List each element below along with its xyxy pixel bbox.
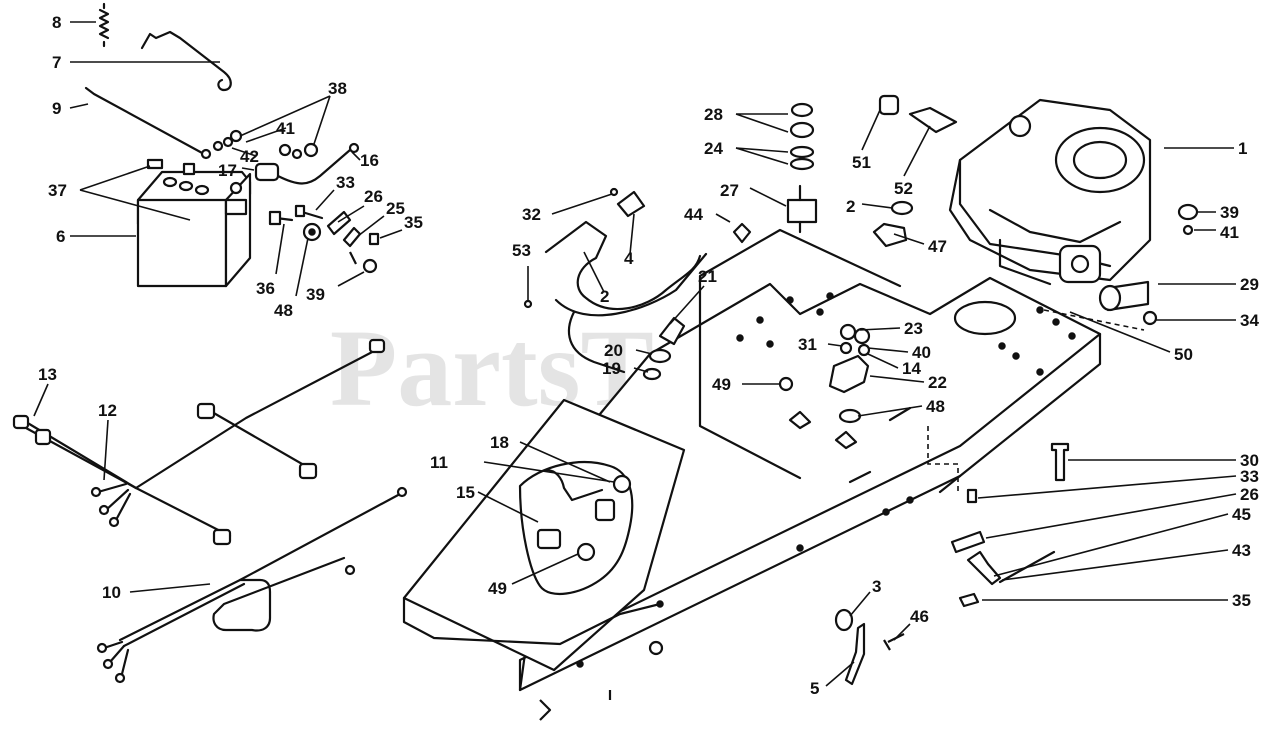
battery-cable-part[interactable] xyxy=(84,86,212,160)
callout-35-right: 35 xyxy=(1232,591,1251,610)
callout-2-lower: 2 xyxy=(600,287,609,306)
small-hardware-group[interactable] xyxy=(268,204,380,274)
callout-53: 53 xyxy=(512,241,531,260)
callout-23: 23 xyxy=(904,319,923,338)
callout-45: 45 xyxy=(1232,505,1251,524)
callout-10: 10 xyxy=(102,583,121,602)
callout-27: 27 xyxy=(720,181,739,200)
callout-51: 51 xyxy=(852,153,871,172)
callout-33-right: 33 xyxy=(1240,467,1259,486)
secondary-harness-part[interactable] xyxy=(96,486,408,684)
callout-41-right: 41 xyxy=(1220,223,1239,242)
callout-9: 9 xyxy=(52,99,61,118)
spring-part[interactable] xyxy=(98,2,110,48)
callout-15: 15 xyxy=(456,483,475,502)
callout-17: 17 xyxy=(218,161,237,180)
callout-49-lower: 49 xyxy=(488,579,507,598)
callout-14: 14 xyxy=(902,359,921,378)
callout-26-right: 26 xyxy=(1240,485,1259,504)
callout-8: 8 xyxy=(52,13,61,32)
leader-lines xyxy=(33,21,1237,687)
callout-25: 25 xyxy=(386,199,405,218)
callout-48: 48 xyxy=(274,301,293,320)
assembly-dashed-line-2 xyxy=(1043,309,1145,331)
callout-36: 36 xyxy=(256,279,275,298)
callout-24: 24 xyxy=(704,139,723,158)
callout-35: 35 xyxy=(404,213,423,232)
callout-18: 18 xyxy=(490,433,509,452)
callout-44: 44 xyxy=(684,205,703,224)
callout-49-upper: 49 xyxy=(712,375,731,394)
callout-37: 37 xyxy=(48,181,67,200)
right-hardware-group[interactable] xyxy=(648,442,1070,686)
positive-cable-part[interactable] xyxy=(254,142,360,185)
callout-19: 19 xyxy=(602,359,621,378)
callout-21: 21 xyxy=(698,267,717,286)
callout-31: 31 xyxy=(798,335,817,354)
callout-38: 38 xyxy=(328,79,347,98)
callout-6: 6 xyxy=(56,227,65,246)
throttle-knob-part[interactable] xyxy=(872,94,958,248)
mount-stack-part[interactable] xyxy=(786,102,818,234)
frame-part[interactable] xyxy=(402,228,1102,721)
callout-30: 30 xyxy=(1240,451,1259,470)
battery-bolts-part[interactable] xyxy=(146,158,196,176)
battery-part[interactable] xyxy=(136,170,252,288)
callout-26: 26 xyxy=(364,187,383,206)
callout-12: 12 xyxy=(98,401,117,420)
callout-34: 34 xyxy=(1240,311,1259,330)
callout-1: 1 xyxy=(1238,139,1247,158)
callout-32: 32 xyxy=(522,205,541,224)
callout-42: 42 xyxy=(240,147,259,166)
main-harness-part[interactable] xyxy=(12,338,386,546)
callout-50: 50 xyxy=(1174,345,1193,364)
callout-3: 3 xyxy=(872,577,881,596)
callout-41: 41 xyxy=(276,119,295,138)
callout-7: 7 xyxy=(52,53,61,72)
nuts-group[interactable] xyxy=(212,129,319,160)
callout-47: 47 xyxy=(928,237,947,256)
choke-cable-part[interactable] xyxy=(523,187,752,381)
callout-13: 13 xyxy=(38,365,57,384)
callout-29: 29 xyxy=(1240,275,1259,294)
callout-2-upper: 2 xyxy=(846,197,855,216)
callout-22: 22 xyxy=(928,373,947,392)
callout-16: 16 xyxy=(360,151,379,170)
callout-labels: 8 7 9 38 41 42 17 16 37 6 33 26 25 35 36… xyxy=(38,13,1259,698)
callout-40: 40 xyxy=(912,343,931,362)
callout-33: 33 xyxy=(336,173,355,192)
callout-4: 4 xyxy=(624,249,634,268)
callout-43: 43 xyxy=(1232,541,1251,560)
callout-46: 46 xyxy=(910,607,929,626)
callout-11: 11 xyxy=(430,453,448,472)
callout-52: 52 xyxy=(894,179,913,198)
callout-39-right: 39 xyxy=(1220,203,1239,222)
callout-28: 28 xyxy=(704,105,723,124)
rod-part[interactable] xyxy=(140,30,232,92)
callout-5: 5 xyxy=(810,679,819,698)
assembly-dashed-line xyxy=(927,426,959,494)
callout-48-right: 48 xyxy=(926,397,945,416)
engine-part[interactable] xyxy=(948,98,1199,326)
callout-20: 20 xyxy=(604,341,623,360)
callout-39: 39 xyxy=(306,285,325,304)
